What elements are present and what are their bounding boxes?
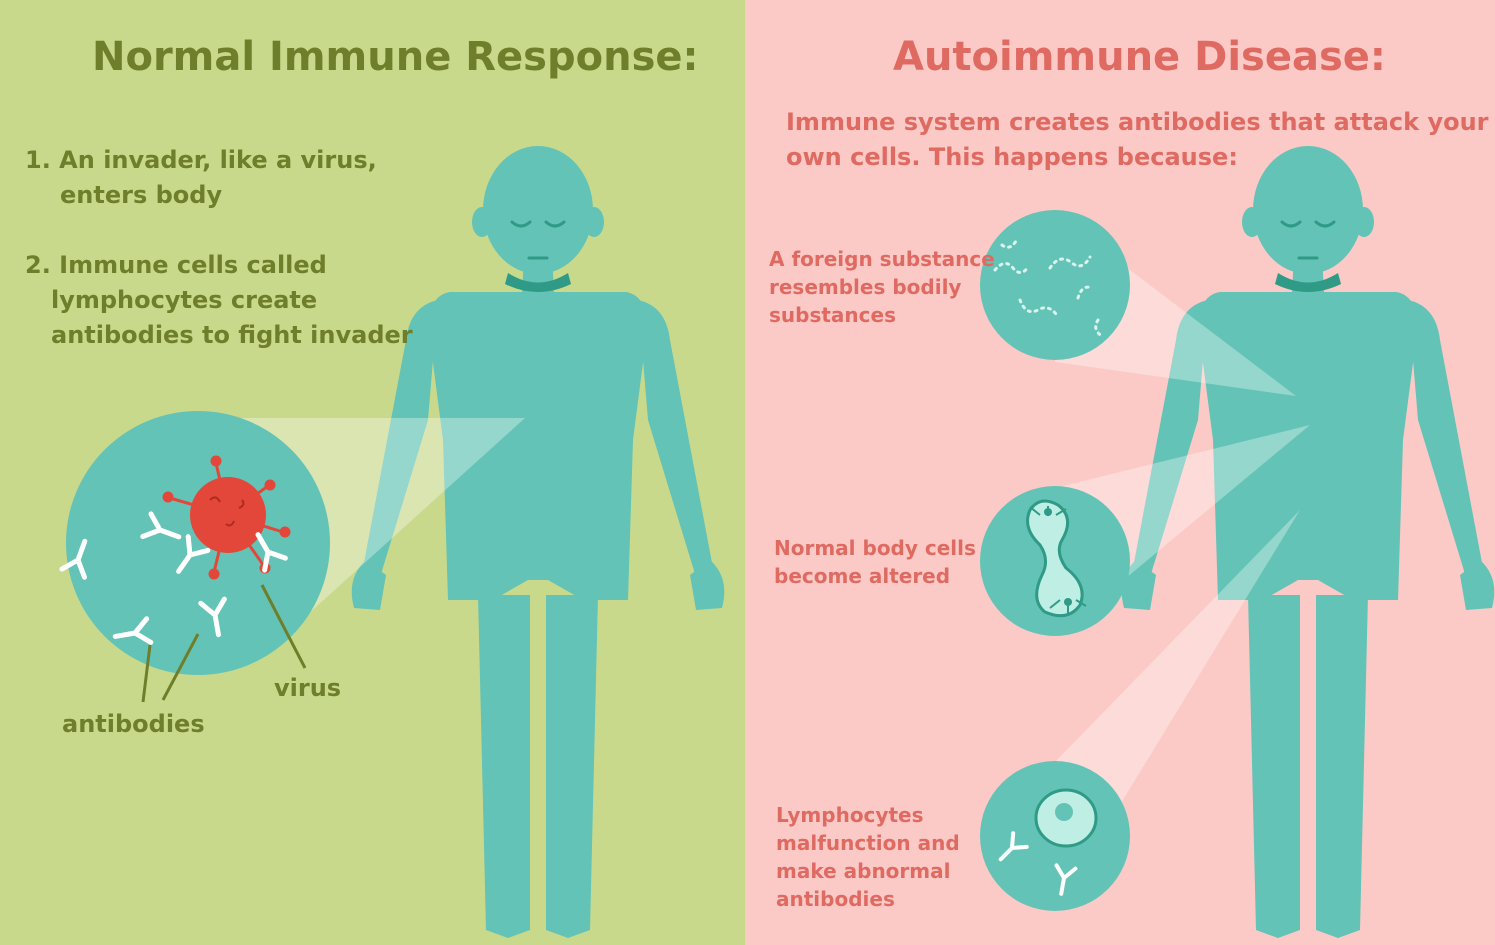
step-1-text: 1. An invader, like a virus, enters body <box>25 143 377 213</box>
cause-3-line-3: make abnormal <box>776 859 951 883</box>
step-2-line-2: lymphocytes create <box>51 286 318 314</box>
autoimmune-intro-text: Immune system creates antibodies that at… <box>786 105 1489 175</box>
normal-immune-response-title: Normal Immune Response: <box>92 34 699 80</box>
autoimmune-disease-title: Autoimmune Disease: <box>893 34 1386 80</box>
cause-3-line-4: antibodies <box>776 887 895 911</box>
step-1-line-2: enters body <box>60 181 223 209</box>
intro-line-2: own cells. This happens because: <box>786 143 1238 171</box>
cause-1-line-3: substances <box>769 303 896 327</box>
malfunctioning-lymphocyte-zoom-circle <box>980 761 1130 911</box>
right-human-figure <box>1120 144 1495 940</box>
step-2-text: 2. Immune cells called lymphocytes creat… <box>25 248 413 353</box>
cause-1-line-1: A foreign substance <box>769 247 995 271</box>
cause-altered-cells-text: Normal body cells become altered <box>774 534 976 590</box>
foreign-substance-zoom-circle <box>980 210 1130 360</box>
step-2-line-3: antibodies to fight invader <box>51 321 413 349</box>
cause-2-line-2: become altered <box>774 564 951 588</box>
cause-3-line-2: malfunction and <box>776 831 960 855</box>
step-1-line-1: 1. An invader, like a virus, <box>25 146 377 174</box>
antibodies-label: antibodies <box>62 710 205 738</box>
cause-2-line-1: Normal body cells <box>774 536 976 560</box>
virus-label: virus <box>274 674 342 702</box>
label-pointer-lines <box>141 584 307 703</box>
altered-cells-zoom-circle <box>980 486 1130 636</box>
step-2-line-1: 2. Immune cells called <box>25 251 327 279</box>
cause-1-line-2: resembles bodily <box>769 275 962 299</box>
virus-zoom-circle <box>62 411 330 675</box>
cause-3-line-1: Lymphocytes <box>776 803 924 827</box>
cause-foreign-substance-text: A foreign substance resembles bodily sub… <box>769 245 995 329</box>
intro-line-1: Immune system creates antibodies that at… <box>786 108 1489 136</box>
virus-icon <box>162 455 291 580</box>
cause-lymphocyte-malfunction-text: Lymphocytes malfunction and make abnorma… <box>776 801 960 913</box>
